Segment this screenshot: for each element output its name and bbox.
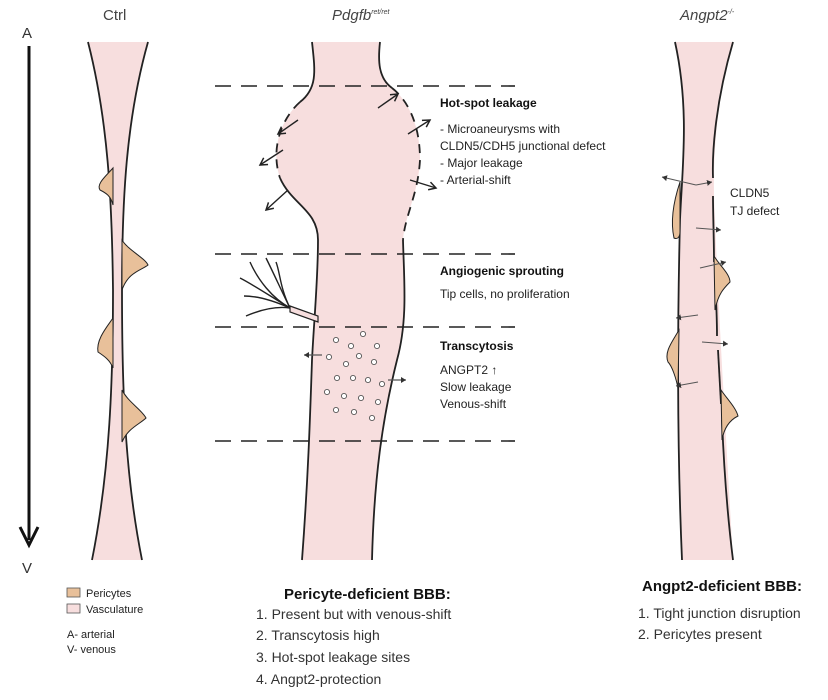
legend-label-pericytes: Pericytes — [86, 588, 132, 600]
ctrl-pericyte — [122, 390, 146, 442]
legend-note-venous: V- venous — [67, 644, 116, 656]
annotation-hotspot: Hot-spot leakage - Microaneurysms with C… — [440, 96, 606, 187]
summary-pericyte: Pericyte-deficient BBB: 1. Present but w… — [256, 586, 451, 687]
column-title-angpt2: Angpt2-/- — [679, 7, 735, 24]
legend-label-vasculature: Vasculature — [86, 604, 143, 616]
summary-pericyte-item: 3. Hot-spot leakage sites — [256, 649, 410, 665]
annotation-sprouting-line: Tip cells, no proliferation — [440, 287, 570, 301]
summary-angpt2-title: Angpt2-deficient BBB: — [642, 578, 802, 595]
summary-pericyte-item: 2. Transcytosis high — [256, 627, 380, 643]
ctrl-pericyte — [99, 168, 113, 205]
annotation-sprouting: Angiogenic sprouting Tip cells, no proli… — [440, 264, 570, 301]
legend-swatch-vasculature — [67, 604, 80, 613]
angpt2-vessel: CLDN5 TJ defect — [662, 42, 780, 560]
angpt2-pericyte — [721, 390, 738, 440]
annotation-sprouting-title: Angiogenic sprouting — [440, 264, 564, 278]
legend: Pericytes Vasculature A- arterial V- ven… — [67, 588, 143, 656]
annotation-transcytosis-title: Transcytosis — [440, 339, 514, 353]
axis-label-venous: V — [22, 560, 32, 577]
column-title-ctrl: Ctrl — [103, 7, 126, 24]
ctrl-vessel — [88, 42, 148, 560]
ctrl-vessel-lumen — [88, 42, 148, 560]
pdgfb-vessel — [240, 42, 436, 560]
angiogenic-sprout — [240, 258, 318, 322]
summary-pericyte-item: 1. Present but with venous-shift — [256, 606, 451, 622]
summary-angpt2: Angpt2-deficient BBB: 1. Tight junction … — [638, 578, 802, 642]
annotation-hotspot-line: CLDN5/CDH5 junctional defect — [440, 139, 606, 153]
arterial-venous-axis: A V — [20, 25, 38, 577]
ctrl-pericyte — [98, 318, 113, 368]
annotation-hotspot-line: - Arterial-shift — [440, 173, 511, 187]
angpt2-pericyte — [667, 330, 679, 388]
annotation-transcytosis-line: Venous-shift — [440, 397, 507, 411]
annotation-transcytosis: Transcytosis ANGPT2 ↑ Slow leakage Venou… — [440, 339, 514, 411]
angpt2-pericyte — [672, 182, 680, 239]
legend-swatch-pericytes — [67, 588, 80, 597]
annotation-transcytosis-line: ANGPT2 ↑ — [440, 363, 497, 377]
summary-pericyte-title: Pericyte-deficient BBB: — [284, 586, 451, 603]
annotation-angpt2-line: CLDN5 — [730, 186, 770, 200]
annotation-transcytosis-line: Slow leakage — [440, 380, 512, 394]
summary-angpt2-item: 2. Pericytes present — [638, 626, 762, 642]
annotation-hotspot-line: - Major leakage — [440, 156, 523, 170]
ctrl-pericyte — [122, 240, 148, 290]
axis-label-arterial: A — [22, 25, 32, 42]
annotation-hotspot-line: - Microaneurysms with — [440, 122, 560, 136]
summary-pericyte-item: 4. Angpt2-protection — [256, 671, 381, 687]
summary-angpt2-item: 1. Tight junction disruption — [638, 605, 801, 621]
pdgfb-vessel-lumen — [276, 42, 420, 560]
legend-note-arterial: A- arterial — [67, 629, 115, 641]
annotation-hotspot-title: Hot-spot leakage — [440, 96, 537, 110]
column-title-pdgfb: Pdgfbret/ret — [332, 7, 391, 24]
annotation-angpt2-line: TJ defect — [730, 204, 780, 218]
